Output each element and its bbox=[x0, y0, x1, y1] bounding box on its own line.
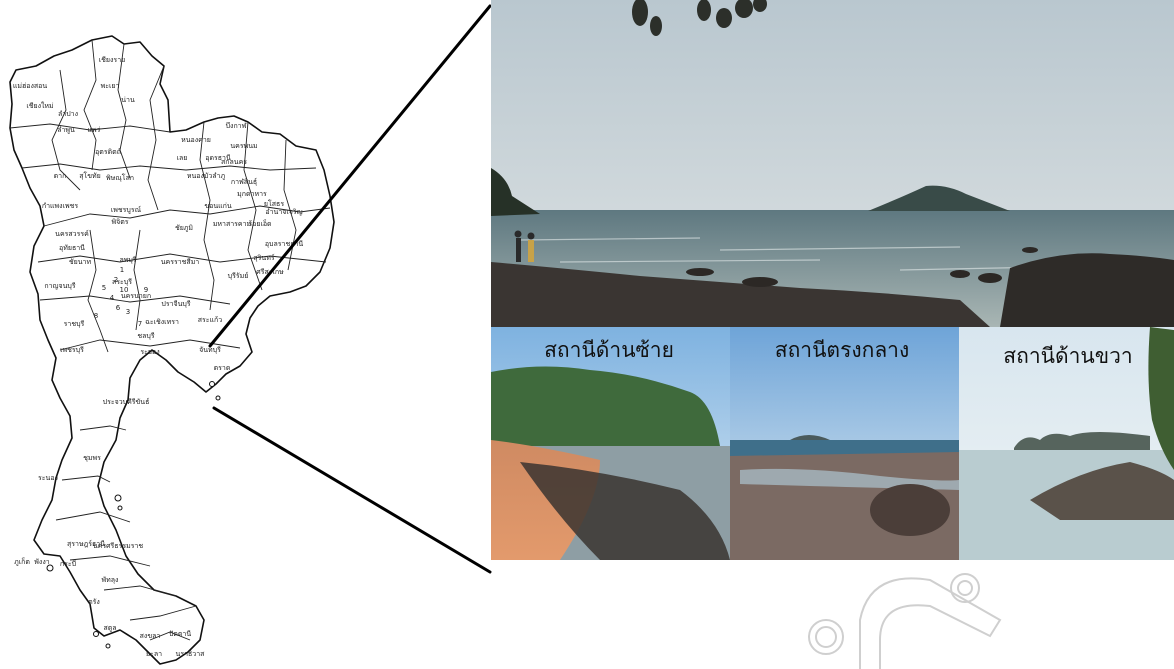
province-label: อำนาจเจริญ bbox=[265, 208, 302, 216]
people-figures bbox=[514, 230, 535, 262]
beach-island-photo bbox=[491, 0, 1174, 327]
province-label: ประจวบคีรีขันธ์ bbox=[103, 398, 150, 406]
province-label: สกลนคร bbox=[221, 158, 247, 166]
province-label: ภูเก็ต bbox=[14, 557, 30, 566]
province-label: ฉะเชิงเทรา bbox=[145, 318, 179, 326]
province-label: ลำปาง bbox=[58, 110, 78, 118]
province-label: ปัตตานี bbox=[169, 630, 191, 638]
province-label: ตาก bbox=[54, 172, 67, 180]
center-station-photo bbox=[730, 327, 959, 560]
connector-line-bottom bbox=[212, 406, 492, 574]
province-label: ยะลา bbox=[146, 650, 162, 658]
province-label: นครสวรรค์ bbox=[55, 230, 89, 238]
province-number: 2 bbox=[114, 276, 118, 284]
province-label: ขอนแก่น bbox=[204, 202, 232, 210]
province-number: 4 bbox=[110, 294, 115, 302]
province-label: พังงา bbox=[34, 558, 49, 566]
province-number: 7 bbox=[138, 320, 142, 328]
province-label: ระยอง bbox=[140, 348, 159, 356]
province-label: ร้อยเอ็ด bbox=[248, 219, 271, 228]
province-label: มุกดาหาร bbox=[237, 190, 267, 198]
province-label: ตราด bbox=[214, 364, 231, 372]
province-number: 5 bbox=[102, 284, 106, 292]
province-label: สุราษฎร์ธานี bbox=[67, 540, 105, 548]
province-number: 6 bbox=[116, 304, 121, 312]
province-label: น่าน bbox=[121, 96, 135, 104]
province-label: ปราจีนบุรี bbox=[161, 300, 190, 308]
province-label: เลย bbox=[177, 154, 188, 162]
province-label: ชุมพร bbox=[83, 454, 101, 462]
station-label-center: สถานีตรงกลาง bbox=[775, 338, 909, 362]
province-label: ระนอง bbox=[38, 474, 58, 482]
station-label-right: สถานีด้านขวา bbox=[1003, 344, 1132, 368]
province-label: เชียงใหม่ bbox=[26, 101, 53, 110]
province-label: พะเยา bbox=[101, 82, 120, 90]
foliage bbox=[632, 0, 767, 36]
province-label: กระบี่ bbox=[60, 559, 76, 568]
province-label: แพร่ bbox=[88, 126, 101, 134]
province-label: อุทัยธานี bbox=[59, 244, 85, 252]
province-number: 8 bbox=[94, 312, 98, 320]
thailand-outline bbox=[9, 35, 335, 665]
province-label: สุรินทร์ bbox=[253, 254, 274, 262]
province-label: หนองบัวลำภู bbox=[187, 172, 226, 180]
province-label: เชียงราย bbox=[99, 56, 125, 64]
province-label: แม่ฮ่องสอน bbox=[13, 82, 47, 90]
province-label: พัทลุง bbox=[102, 576, 119, 584]
province-label: ชลบุรี bbox=[137, 332, 154, 340]
province-label: ยโสธร bbox=[264, 199, 284, 208]
province-label: ชัยนาท bbox=[69, 258, 92, 266]
connector-lines bbox=[208, 4, 492, 574]
province-label: ราชบุรี bbox=[64, 320, 85, 328]
left-station-photo bbox=[491, 327, 730, 560]
province-label: หนองคาย bbox=[181, 136, 211, 144]
province-borders bbox=[9, 39, 331, 641]
station-label-left: สถานีด้านซ้าย bbox=[544, 338, 674, 362]
connector-line-top bbox=[208, 4, 492, 348]
province-label: สระบุรี bbox=[112, 278, 132, 286]
province-label: กำแพงเพชร bbox=[42, 202, 78, 210]
province-label: สตูล bbox=[103, 624, 116, 632]
province-label: นราธิวาส bbox=[176, 650, 206, 658]
province-label: มหาสารคาม bbox=[213, 220, 251, 228]
province-label: นครศรีธรรมราช bbox=[93, 542, 144, 550]
province-label: อุตรดิตถ์ bbox=[95, 148, 121, 156]
province-label: นครราชสีมา bbox=[161, 258, 200, 266]
province-label: สงขลา bbox=[140, 632, 161, 640]
right-station-photo bbox=[959, 327, 1174, 560]
province-label: พิษณุโลก bbox=[106, 173, 134, 182]
province-label: กาญจนบุรี bbox=[44, 282, 75, 290]
province-label: เพชรบูรณ์ bbox=[111, 206, 142, 214]
province-label: อุบลราชธานี bbox=[265, 240, 304, 248]
province-number: 3 bbox=[126, 308, 130, 316]
province-label: พิจิตร bbox=[111, 218, 128, 226]
watermark-outline bbox=[808, 573, 1002, 669]
province-label: บุรีรัมย์ bbox=[228, 272, 249, 280]
province-number: 1 bbox=[120, 266, 124, 274]
province-label: อุดรธานี bbox=[205, 154, 231, 162]
province-label: บึงกาฬ bbox=[226, 121, 247, 130]
province-label: เพชรบุรี bbox=[60, 346, 84, 354]
island-markers bbox=[46, 381, 221, 649]
province-label: จันทบุรี bbox=[199, 346, 221, 354]
province-label: สระแก้ว bbox=[198, 316, 223, 324]
province-label: ตรัง bbox=[88, 598, 100, 606]
province-label: ลพบุรี bbox=[119, 256, 136, 264]
province-label: สุโขทัย bbox=[79, 171, 101, 180]
province-label: ชัยภูมิ bbox=[175, 224, 193, 232]
province-label: นครนายก bbox=[121, 292, 151, 300]
province-label: นครพนม bbox=[230, 142, 257, 150]
province-number: 10 bbox=[120, 286, 129, 294]
province-label: ลำพูน bbox=[57, 126, 75, 134]
province-number: 9 bbox=[144, 286, 148, 294]
province-label: กาฬสินธุ์ bbox=[231, 178, 257, 186]
